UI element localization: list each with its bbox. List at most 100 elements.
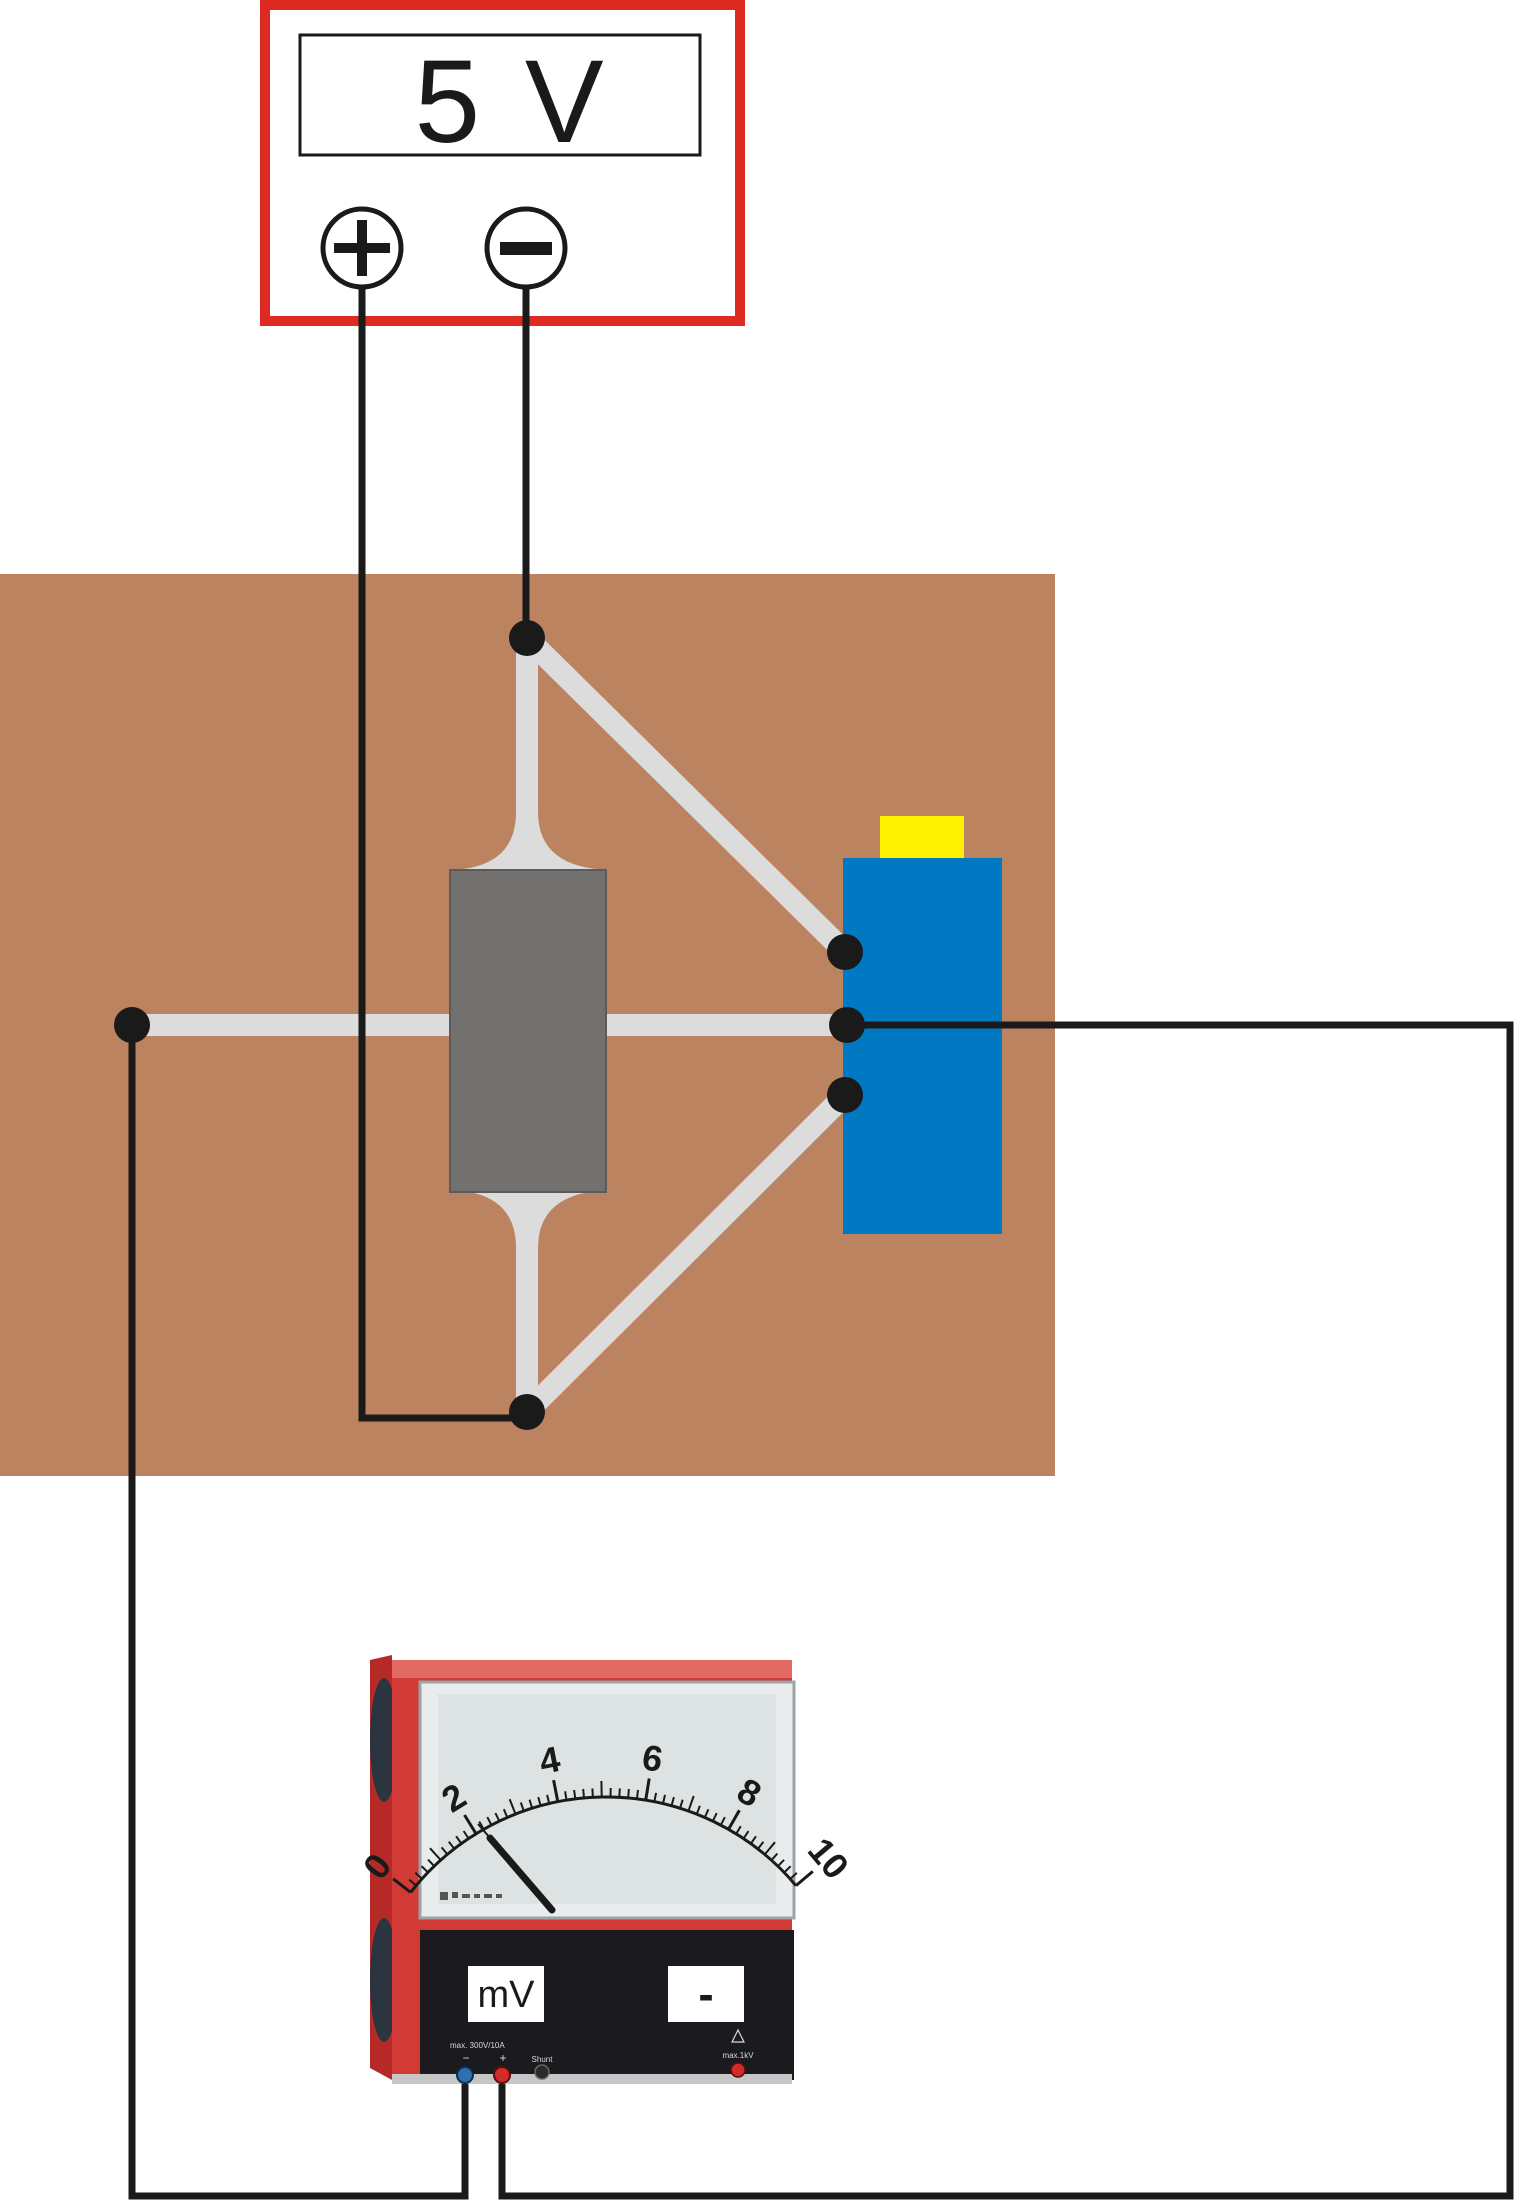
meter-scale-tick: [448, 1841, 456, 1850]
meter-scale-label: 10: [800, 1830, 857, 1887]
resistor-body: [449, 869, 607, 1193]
meter-scale-tick: [742, 1830, 750, 1840]
meter-needle-tail: [477, 1823, 491, 1839]
meter-shunt-jack[interactable]: [534, 2064, 550, 2080]
node-bottom[interactable]: [509, 1394, 545, 1430]
meter-scale-tick: [440, 1846, 449, 1856]
node-left[interactable]: [114, 1007, 150, 1043]
node-pot-wiper[interactable]: [829, 1007, 865, 1043]
meter-top-edge: [392, 1660, 792, 1678]
warning-icon: [731, 2028, 745, 2043]
meter-scale-tick: [749, 1835, 757, 1845]
meter-scale-tick: [670, 1796, 675, 1807]
meter-scale-tick: [777, 1859, 785, 1867]
meter-scale-tick: [552, 1779, 560, 1802]
shunt-label: Shunt: [532, 2055, 554, 2064]
meter-kv-jack[interactable]: [730, 2062, 746, 2078]
meter-scale-tick: [392, 1877, 412, 1894]
meter-scale-tick: [420, 1865, 429, 1874]
meter-plus-jack[interactable]: [493, 2066, 511, 2084]
meter-scale-tick: [573, 1789, 577, 1800]
meter-scale-tick: [687, 1795, 695, 1812]
meter-vent-top: [370, 1678, 398, 1802]
meter-scale-tick: [486, 1816, 493, 1826]
resistor-top-flare: [450, 812, 610, 870]
node-pot-top[interactable]: [827, 934, 863, 970]
mode-label: -: [698, 1968, 713, 2020]
potentiometer-knob[interactable]: [880, 816, 964, 860]
wire-plus-to-bottom-node: [358, 287, 527, 1422]
meter-scale-tick: [455, 1835, 463, 1845]
meter-scale-tick: [582, 1788, 585, 1799]
node-top[interactable]: [509, 620, 545, 656]
meter-scale-tick: [644, 1778, 651, 1801]
meter-scale-tick: [662, 1794, 666, 1804]
meter-scale-tick: [789, 1872, 798, 1880]
meter-scale-tick: [783, 1865, 792, 1874]
meter-scale-tick: [627, 1788, 630, 1799]
junction-nodes: [114, 620, 865, 1430]
meter-scale-tick: [414, 1872, 423, 1880]
plus-terminal-label: +: [499, 2051, 506, 2065]
meter-scale-tick: [679, 1799, 684, 1809]
meter-scale-tick: [427, 1858, 435, 1867]
meter-scale-tick: [727, 1809, 741, 1831]
node-pot-bottom[interactable]: [827, 1077, 863, 1113]
meter-scale-tick: [719, 1816, 726, 1826]
meter-vent-bottom: [370, 1918, 398, 2042]
meter-scale-arc: [409, 1795, 798, 1894]
meter-scale-tick: [635, 1789, 639, 1800]
meter-scale-tick: [519, 1802, 525, 1812]
meter-scale-tick: [757, 1841, 765, 1850]
board-traces: [121, 627, 856, 1423]
minus-terminal[interactable]: [484, 206, 568, 290]
plus-terminal[interactable]: [320, 206, 404, 290]
max-rating-label: max. 300V/10A: [450, 2041, 505, 2050]
meter-scale-ticks: [392, 1778, 814, 1894]
trace-bottom-diagonal: [516, 1084, 856, 1423]
meter-scale-tick: [478, 1821, 485, 1830]
meter-scale-tick: [564, 1791, 568, 1801]
minus-icon: [500, 242, 552, 255]
meter-scale-tick: [618, 1788, 621, 1798]
meter-scale-tick: [537, 1796, 542, 1807]
meter-scale-tick: [703, 1808, 710, 1818]
meter-scale-tick: [770, 1852, 779, 1861]
wires: [128, 287, 1514, 2200]
power-supply: 5 V: [260, 0, 745, 326]
meter-scale-tick: [735, 1825, 742, 1835]
meter-minus-jack[interactable]: [456, 2066, 474, 2084]
trace-top-diagonal: [516, 627, 856, 963]
wire-wiper-to-meter-plus: [498, 1021, 1514, 2200]
power-supply-voltage: 5 V: [414, 36, 609, 168]
plus-icon-v: [357, 220, 367, 276]
minus-terminal-label: −: [462, 2051, 469, 2065]
meter-scale-tick: [462, 1830, 470, 1840]
meter-scale-tick: [653, 1792, 658, 1802]
range-label-box: [468, 1966, 544, 2022]
meter-dial-symbols: [440, 1892, 502, 1900]
meter-scale-tick: [429, 1847, 442, 1861]
meter-scale-tick: [546, 1794, 551, 1804]
meter-dial-face: [438, 1694, 776, 1904]
meter-scale-tick: [463, 1814, 478, 1835]
meter-scale-tick: [763, 1841, 776, 1856]
power-supply-display: [298, 33, 702, 157]
meter-needle: [486, 1834, 556, 1914]
meter-scale-tick: [695, 1805, 701, 1815]
range-label: mV: [478, 1974, 536, 2016]
meter-scale-tick: [494, 1812, 501, 1822]
mode-label-box: [668, 1966, 744, 2022]
resistor-bottom-flare: [450, 1190, 610, 1248]
meter-scale-tick: [408, 1878, 417, 1887]
meter-scale-tick: [502, 1808, 509, 1818]
meter-bottom-edge: [392, 2074, 792, 2084]
potentiometer-body: [843, 858, 1002, 1234]
meter-scale-tick: [795, 1870, 814, 1887]
meter-scale-tick: [508, 1798, 517, 1815]
meter-scale-tick: [528, 1799, 534, 1809]
meter-scale-tick: [711, 1812, 718, 1822]
wire-left-node-to-meter-minus: [128, 1025, 469, 2200]
